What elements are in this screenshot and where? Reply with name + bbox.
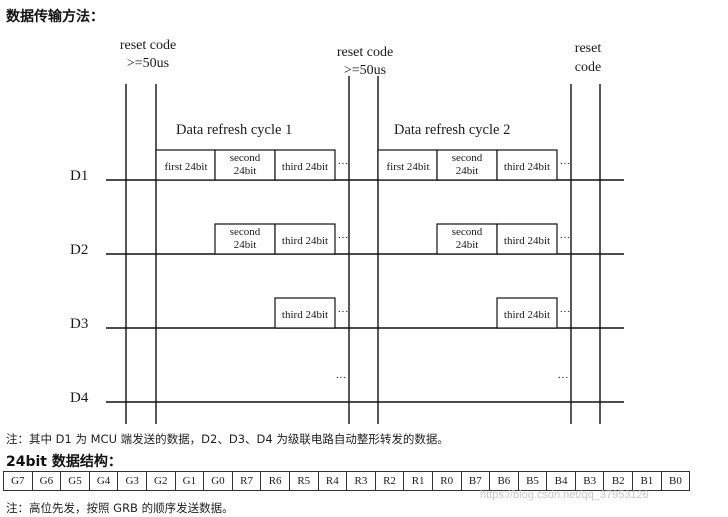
bit-cell: G4 (88, 471, 119, 491)
cycle-1-title: Data refresh cycle 1 (176, 122, 292, 138)
label-second-24bit: 24bit (234, 239, 257, 251)
reset-time-label-2: >=50us (344, 63, 386, 78)
packet-third-d3-c1 (274, 297, 336, 329)
reset-code-label-2: reset code (337, 45, 393, 60)
label-second-24bit: 24bit (456, 239, 479, 251)
label-second: second (230, 226, 261, 238)
row-label-d1: D1 (70, 168, 88, 184)
label-third-24bit: third 24bit (282, 309, 328, 321)
packet-boxes (155, 149, 558, 329)
bit-cell: R4 (317, 471, 348, 491)
label-second: second (452, 152, 483, 164)
order-note: 注：高位先发，按照 GRB 的顺序发送数据。 (6, 501, 234, 515)
bit-cell: B0 (660, 471, 691, 491)
structure-title: 24bit 数据结构： (6, 454, 122, 470)
label-second: second (452, 226, 483, 238)
reset-code-label-1: reset code (120, 38, 176, 53)
bit-cell: G6 (31, 471, 62, 491)
bit-cell: R1 (403, 471, 433, 491)
bit-cell: G5 (60, 471, 90, 491)
label-third-24bit: third 24bit (282, 161, 328, 173)
bit-cell: R3 (346, 471, 376, 491)
continuation-dots: ··· (338, 232, 349, 244)
packet-third-d2-c1 (274, 223, 336, 255)
cycle-2-title: Data refresh cycle 2 (394, 122, 510, 138)
continuation-dots: ··· (560, 306, 571, 318)
label-first-24bit: first 24bit (164, 161, 207, 173)
timing-diagram: reset code >=50us reset code >=50us rese… (70, 38, 624, 424)
label-third-24bit: third 24bit (504, 309, 550, 321)
packet-third-d1-c1 (274, 149, 336, 181)
bit-cell: B6 (489, 471, 519, 491)
reset-code-label-3b: code (575, 60, 601, 75)
reset-time-label-1: >=50us (127, 56, 169, 71)
label-third-24bit: third 24bit (282, 235, 328, 247)
packet-first-d1-c2 (377, 149, 438, 181)
signal-baselines (106, 179, 624, 403)
label-second-24bit: 24bit (456, 165, 479, 177)
bit-cell: B7 (460, 471, 491, 491)
section-title: 数据传输方法： (6, 9, 104, 25)
packet-second-d1-c1 (214, 149, 276, 181)
bit-cell: G0 (203, 471, 233, 491)
label-first-24bit: first 24bit (386, 161, 429, 173)
label-third-24bit: third 24bit (504, 161, 550, 173)
continuation-dots: ··· (338, 306, 349, 318)
bit-cell: G1 (174, 471, 205, 491)
bit-cell: G7 (3, 471, 33, 491)
bit-cell: G2 (145, 471, 176, 491)
d1-note: 注：其中 D1 为 MCU 端发送的数据，D2、D3、D4 为级联电路自动整形转… (6, 432, 449, 446)
bit-cell: R5 (288, 471, 319, 491)
label-third-24bit: third 24bit (504, 235, 550, 247)
packet-third-d2-c2 (496, 223, 558, 255)
packet-second-d2-c1 (214, 223, 276, 255)
bit-cell: R2 (374, 471, 405, 491)
label-second: second (230, 152, 261, 164)
bit-cell: B4 (546, 471, 576, 491)
row-label-d2: D2 (70, 242, 88, 258)
packet-third-d3-c2 (496, 297, 558, 329)
row-label-d4: D4 (70, 390, 89, 406)
reset-code-label-3: reset (575, 41, 602, 56)
continuation-dots: ··· (338, 158, 349, 170)
bit-cell: B1 (632, 471, 662, 491)
bit-cell: R0 (431, 471, 462, 491)
row-label-d3: D3 (70, 316, 88, 332)
continuation-dots: ··· (558, 372, 569, 384)
continuation-dots: ··· (560, 158, 571, 170)
continuation-dots: ··· (560, 232, 571, 244)
bit-cell: R7 (231, 471, 262, 491)
watermark: https://blog.csdn.net/qq_37953126 (480, 489, 649, 501)
bit-cell: G3 (117, 471, 147, 491)
bit-cell: B2 (603, 471, 634, 491)
bit-cell: B5 (517, 471, 548, 491)
continuation-dots: ··· (336, 372, 347, 384)
bit-cell: B3 (574, 471, 605, 491)
bit-cell: R6 (260, 471, 290, 491)
packet-first-d1-c1 (155, 149, 216, 181)
label-second-24bit: 24bit (234, 165, 257, 177)
packet-second-d2-c2 (436, 223, 498, 255)
packet-third-d1-c2 (496, 149, 558, 181)
